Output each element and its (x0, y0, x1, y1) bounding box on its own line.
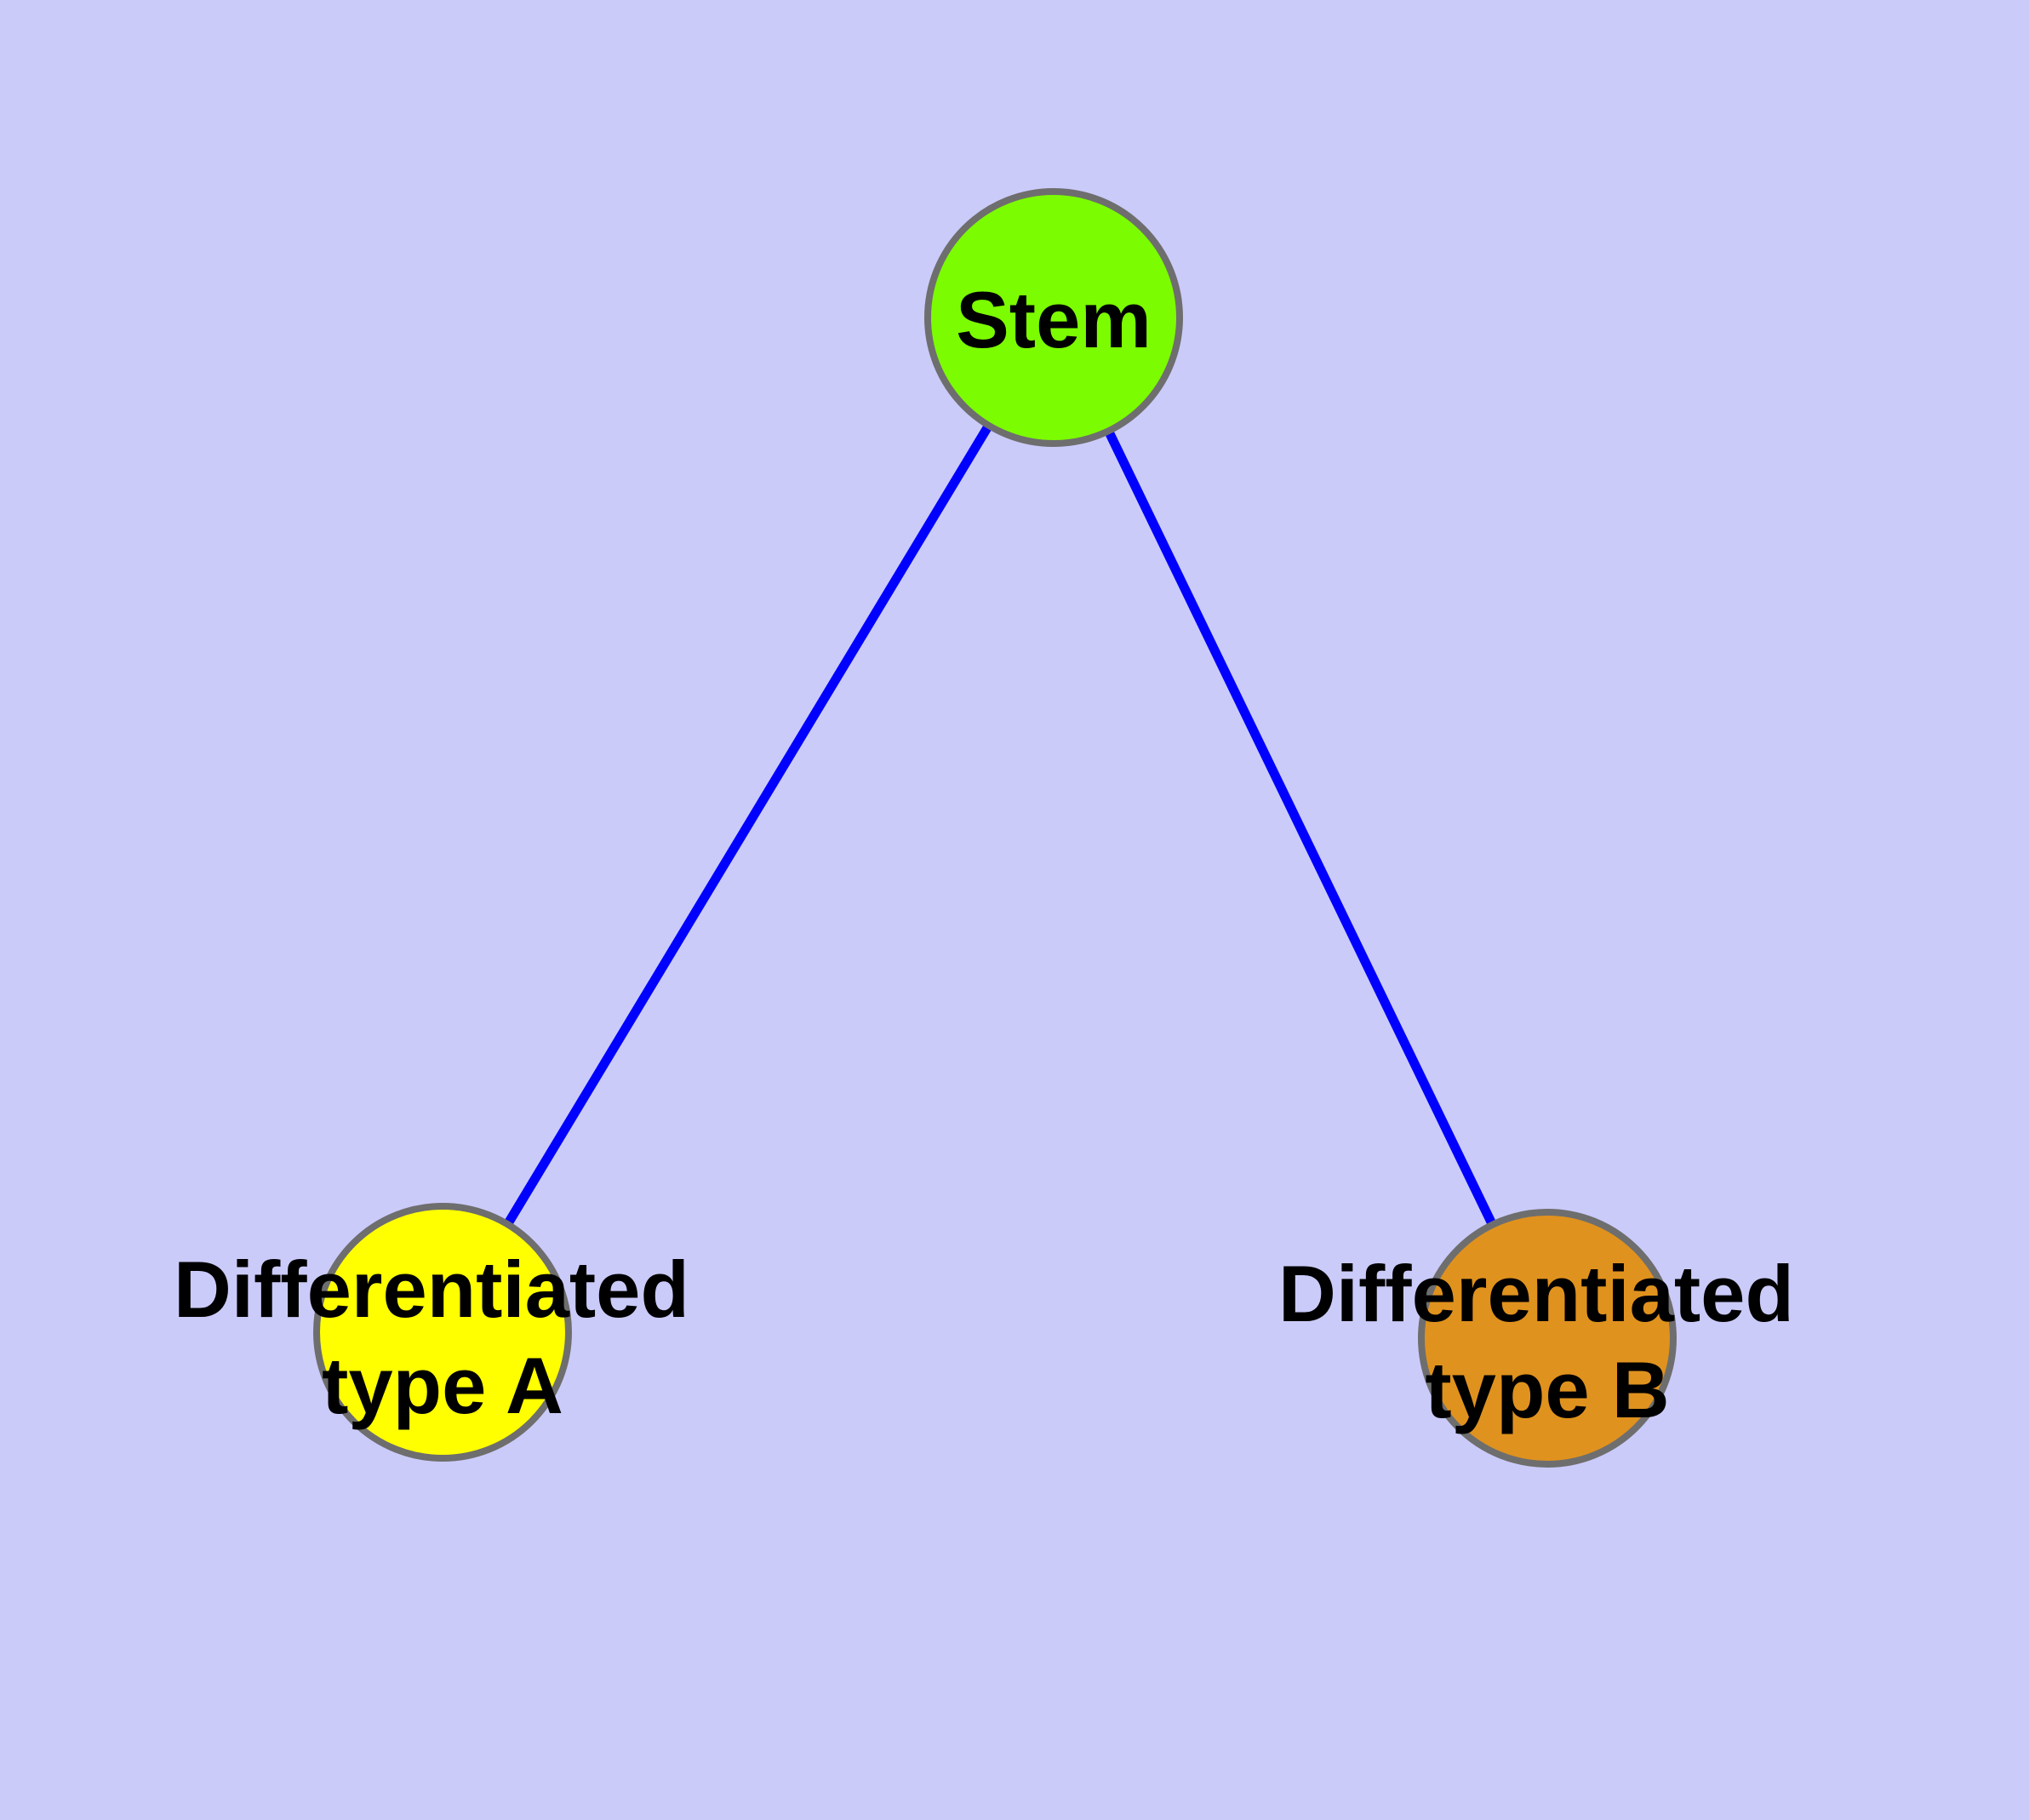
node-label-differentiated-type-b: Differentiated type B (1278, 1249, 1816, 1434)
node-label-stem-line1: Stem (956, 275, 1152, 364)
node-stem (924, 188, 1183, 447)
node-differentiated-type-a (313, 1203, 572, 1462)
node-differentiated-type-b (1418, 1209, 1677, 1468)
node-label-type-a-line2: type A (322, 1341, 563, 1430)
node-label-stem: Stem (956, 275, 1152, 364)
edge-stem-to-type-b (1049, 315, 1552, 1341)
node-label-type-b-line1: Differentiated (1278, 1249, 1794, 1338)
node-label-type-a-line1: Differentiated (174, 1245, 689, 1334)
edge-stem-to-type-a (438, 315, 1058, 1335)
node-label-differentiated-type-a: Differentiated type A (174, 1245, 712, 1430)
node-label-type-b-line2: type B (1425, 1345, 1669, 1434)
